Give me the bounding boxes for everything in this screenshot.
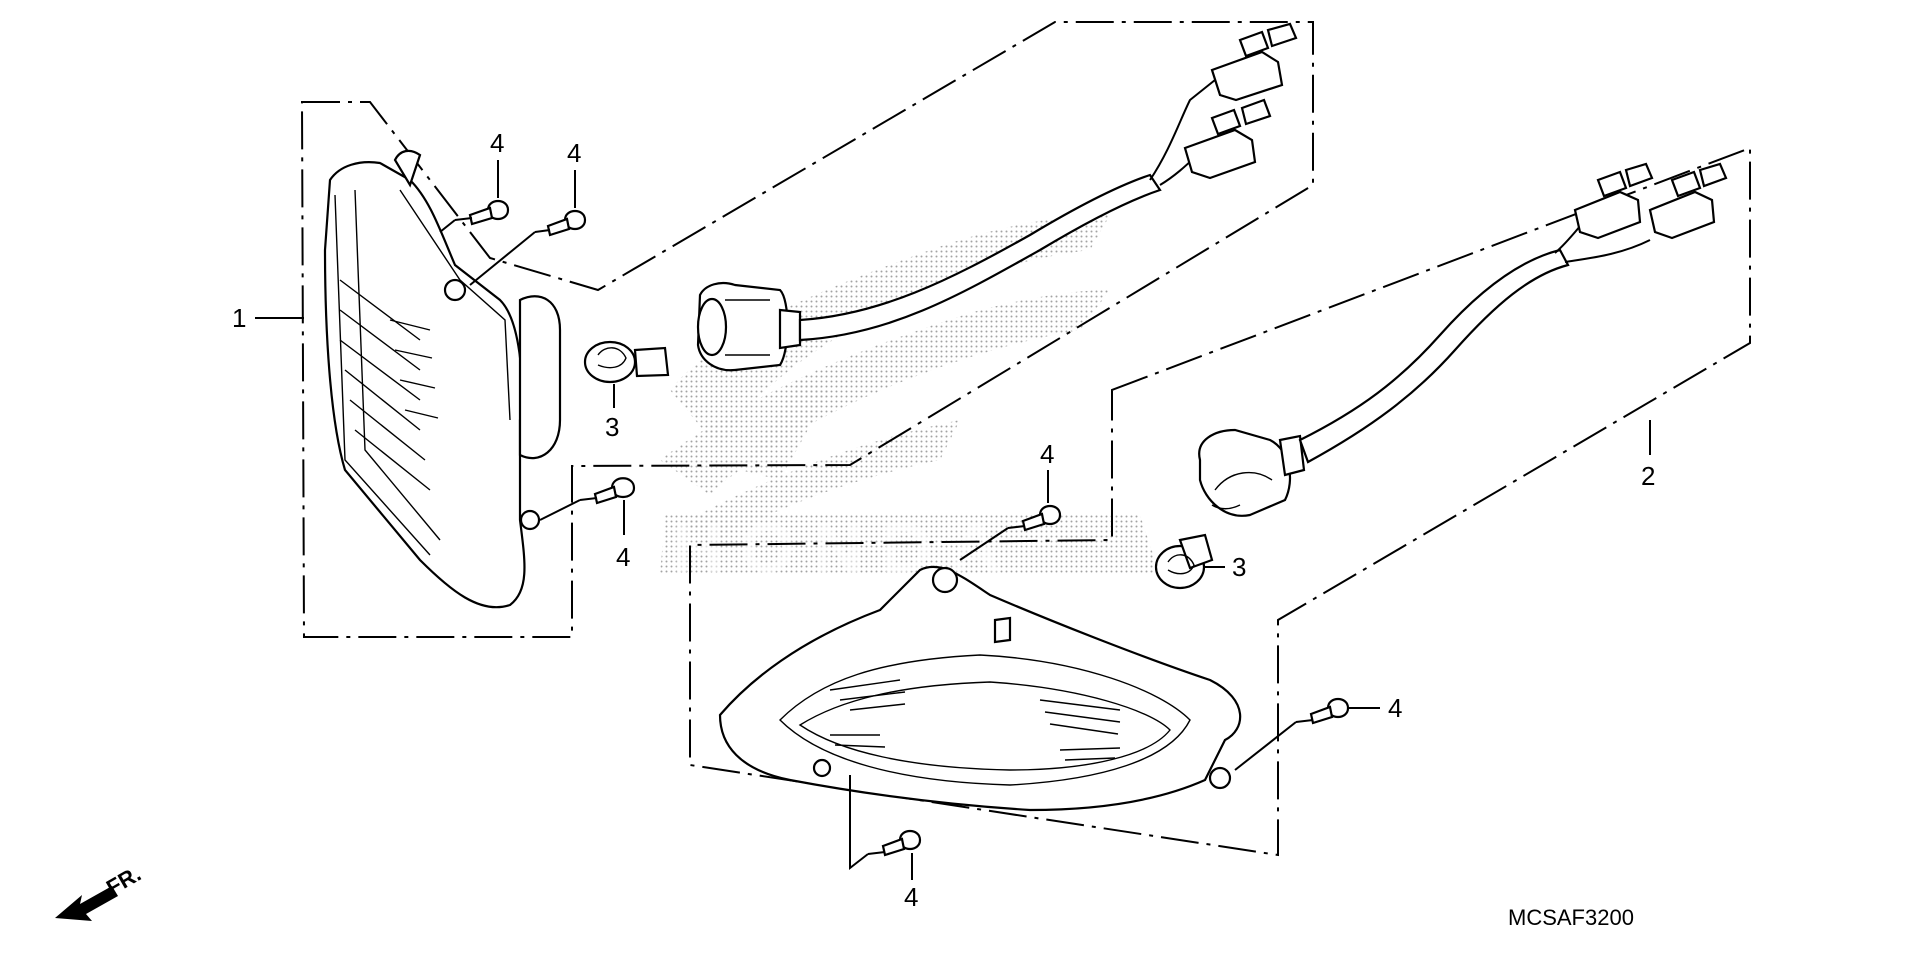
left-assembly-outline xyxy=(300,21,1314,638)
callout-4-f: 4 xyxy=(904,882,918,912)
screw-4c xyxy=(579,477,636,505)
right-connector-lower xyxy=(1648,162,1728,240)
callout-4-a: 4 xyxy=(490,128,504,158)
link-screw4b-lamp xyxy=(469,231,536,286)
callout-4-b: 4 xyxy=(567,138,581,168)
link-screw4d-lamp xyxy=(959,527,1009,561)
right-wire-harness xyxy=(1298,248,1570,464)
right-bulb xyxy=(1154,533,1214,590)
callout-2: 2 xyxy=(1641,461,1655,491)
part-code: MCSAF3200 xyxy=(1508,905,1634,930)
watermark-brand-text: HONDA xyxy=(672,509,1019,587)
screw-4d xyxy=(1007,504,1062,532)
link-screw4e-lamp xyxy=(1234,721,1297,771)
right-assembly-outline xyxy=(689,146,1751,857)
right-lamp-unit xyxy=(718,565,1242,812)
screw-4b xyxy=(534,209,587,237)
left-bulb xyxy=(583,340,670,384)
right-connector-upper xyxy=(1573,162,1654,240)
front-arrow-icon xyxy=(55,886,118,921)
callout-1: 1 xyxy=(232,303,246,333)
left-connector-upper xyxy=(1210,22,1298,102)
left-connector-lower xyxy=(1183,98,1272,180)
callout-4-d: 4 xyxy=(1040,439,1054,469)
callout-4-e: 4 xyxy=(1388,693,1402,723)
link-screw4a-lamp xyxy=(439,219,456,233)
link-screw4f-lamp xyxy=(849,775,869,871)
front-direction-indicator: FR. xyxy=(55,861,145,921)
screw-4a xyxy=(454,199,510,226)
callout-4-c: 4 xyxy=(616,542,630,572)
right-bulb-socket xyxy=(1198,428,1306,517)
callout-3-left: 3 xyxy=(605,412,619,442)
callout-3-right: 3 xyxy=(1232,552,1246,582)
screw-4f xyxy=(867,829,922,857)
screw-4e xyxy=(1295,697,1350,725)
left-wire-harness xyxy=(798,173,1162,342)
left-bulb-socket xyxy=(696,281,802,372)
honda-wing-watermark: HONDA xyxy=(660,215,1160,587)
link-screw4c-lamp xyxy=(539,499,581,521)
left-lamp-unit xyxy=(323,149,562,609)
